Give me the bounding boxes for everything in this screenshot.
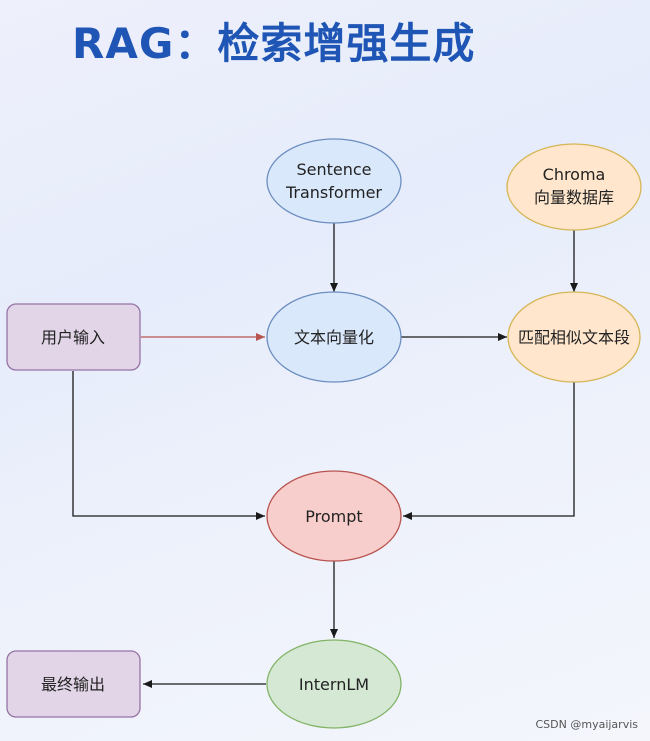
page-title: RAG：检索增强生成 (72, 19, 476, 68)
edge-match-to-prompt (403, 382, 575, 520)
node-sentence-transformer-line1: Sentence (296, 160, 371, 179)
node-user-input-label: 用户输入 (41, 328, 105, 347)
node-chroma-line1: Chroma (543, 165, 606, 184)
node-sentence-transformer-line2: Transformer (285, 183, 382, 202)
node-prompt: Prompt (266, 470, 402, 562)
edge-input-to-prompt (72, 371, 265, 520)
node-chroma-line2: 向量数据库 (534, 188, 614, 207)
node-internlm: InternLM (266, 639, 402, 729)
node-chroma: Chroma 向量数据库 (506, 143, 642, 231)
node-text-vectorize: 文本向量化 (266, 291, 402, 383)
node-sentence-transformer: Sentence Transformer (266, 138, 402, 224)
node-final-output: 最终输出 (6, 650, 141, 718)
node-match-similar-label: 匹配相似文本段 (518, 328, 630, 347)
watermark: CSDN @myaijarvis (535, 718, 639, 731)
node-match-similar: 匹配相似文本段 (507, 291, 641, 383)
node-internlm-label: InternLM (299, 675, 369, 694)
node-user-input: 用户输入 (6, 303, 141, 371)
node-prompt-label: Prompt (305, 507, 362, 526)
node-final-output-label: 最终输出 (41, 675, 105, 694)
node-text-vectorize-label: 文本向量化 (294, 328, 374, 347)
